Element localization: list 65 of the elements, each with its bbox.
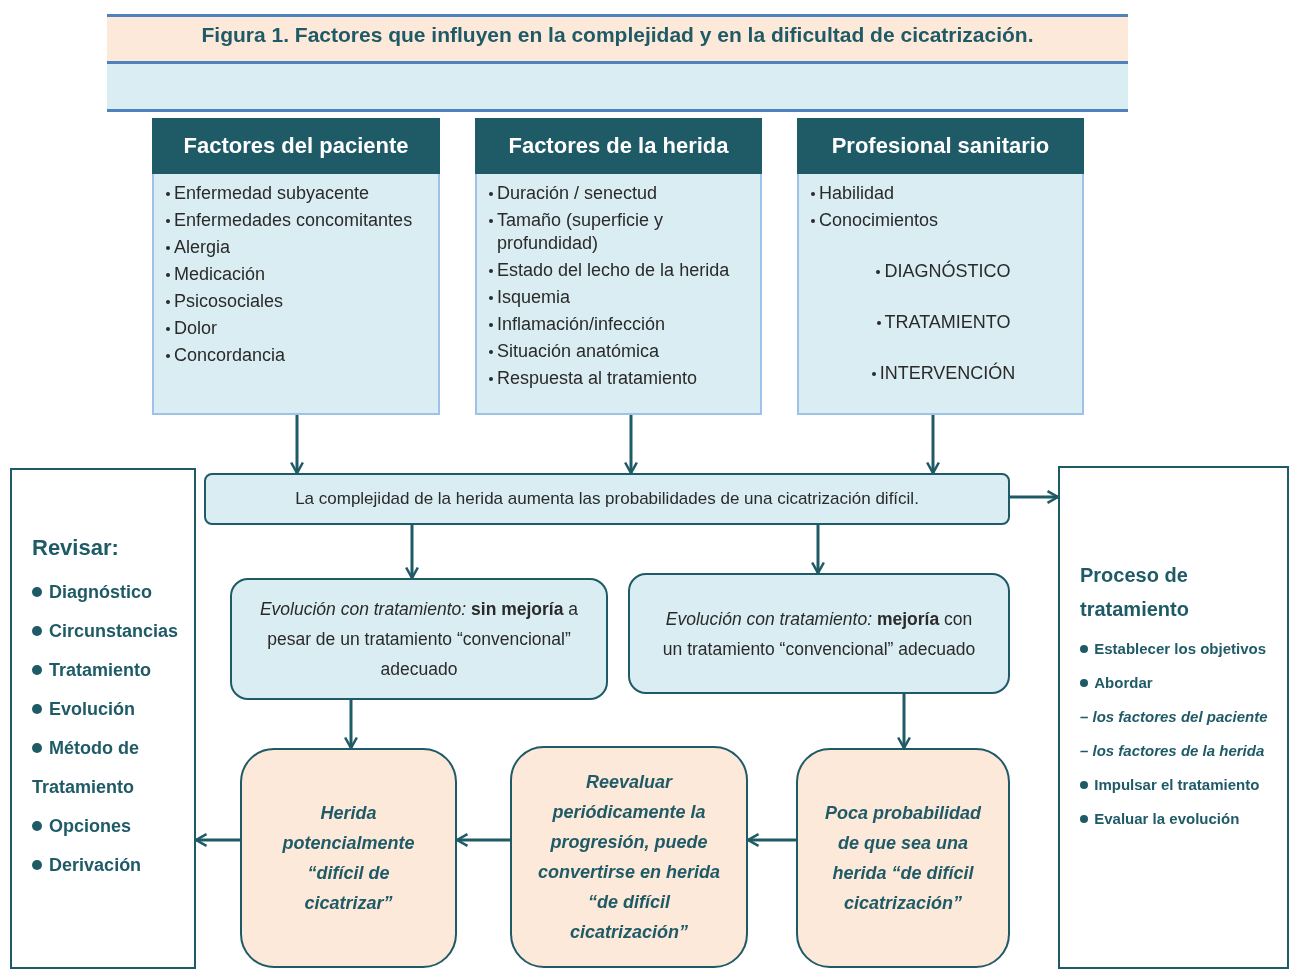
list-item: Isquemia (497, 286, 571, 309)
list-item: INTERVENCIÓN (879, 362, 1016, 385)
arrow (289, 415, 305, 475)
factor-list-panel (797, 118, 1084, 415)
panel-header: Profesional sanitario (797, 118, 1084, 174)
list-item: Habilidad (819, 182, 895, 205)
arrow (343, 700, 359, 750)
list-item: Respuesta al tratamiento (497, 367, 698, 390)
factor-list-panel (475, 118, 762, 415)
list-item: Concordancia (174, 344, 286, 367)
process-box (628, 573, 1010, 694)
list-item: Tratamiento (32, 651, 184, 690)
arrow (1010, 489, 1060, 505)
panel-header: Factores del paciente (152, 118, 440, 174)
list-item: Dolor (174, 317, 217, 340)
list-item: Enfermedades concomitantes (174, 209, 413, 232)
list-item: Conocimientos (819, 209, 939, 232)
figure-title: Figura 1. Factores que influyen en la complejidad y en la dificultad de cicatrización. (201, 23, 1034, 48)
list-item: Evaluar la evolución (1080, 802, 1283, 836)
box-text: Evolución con tratamiento: sin mejoría a pesar de un tratamiento “convencional” adecuado (258, 598, 580, 681)
process-box (230, 578, 608, 700)
panel-heading: Revisar: (32, 534, 120, 562)
list-item: Derivación (32, 846, 184, 885)
list-item: Enfermedad subyacente (174, 182, 370, 205)
list-item: Impulsar el tratamiento (1080, 768, 1283, 802)
list-item: Psicosociales (174, 290, 284, 313)
list-item: Método de Tratamiento (32, 737, 141, 799)
list-item: TRATAMIENTO (884, 311, 1011, 334)
factor-list-panel (152, 118, 440, 415)
arrow (925, 415, 941, 475)
outcome-box (796, 748, 1010, 968)
outcome-box (240, 748, 457, 968)
arrow (455, 832, 510, 848)
box-text: Evolución con tratamiento: mejoría con un tratamiento “convencional” adecuado (661, 607, 977, 661)
list-item: Tamaño (superficie y profundidad) (497, 209, 665, 255)
panel-heading: Proceso de tratamiento (1080, 563, 1190, 622)
list-item: Duración / senectud (497, 182, 658, 205)
list-item: Evolución (32, 690, 184, 729)
list-item: Alergia (174, 236, 231, 259)
list-item: DIAGNÓSTICO (884, 260, 1011, 283)
arrow (810, 525, 826, 575)
list-item: Medicación (174, 263, 266, 286)
list-item: Inflamación/infección (497, 313, 666, 336)
arrow (623, 415, 639, 475)
list-item: Diagnóstico (32, 573, 184, 612)
list-item: Opciones (32, 807, 184, 846)
panel-header: Factores de la herida (475, 118, 762, 174)
arrow (746, 832, 796, 848)
side-panel (10, 468, 196, 969)
list-item: Abordar (1080, 666, 1283, 700)
box-text: Reevaluar periódicamente la progresión, puede convertirse en herida “de difícil cicatrización” (536, 771, 722, 944)
box-text: Poca probabilidad de que sea una herida “de difícil cicatrización” (824, 802, 983, 915)
side-panel (1058, 466, 1289, 969)
list-item: Estado del lecho de la herida (497, 259, 730, 282)
list-item: Circunstancias (32, 612, 184, 651)
outcome-box (510, 746, 748, 968)
list-item: Establecer los objetivos (1080, 632, 1283, 666)
list-item: Situación anatómica (497, 340, 660, 363)
list-item: – los factores de la herida (1080, 741, 1266, 761)
arrow (896, 694, 912, 750)
box-text: La complejidad de la herida aumenta las probabilidades de una cicatrización difícil. (295, 489, 919, 509)
box-text: Herida potencialmente “difícil de cicatrizar” (281, 802, 416, 915)
arrow (404, 525, 420, 580)
list-item: – los factores del paciente (1080, 707, 1269, 727)
process-box (204, 473, 1010, 525)
